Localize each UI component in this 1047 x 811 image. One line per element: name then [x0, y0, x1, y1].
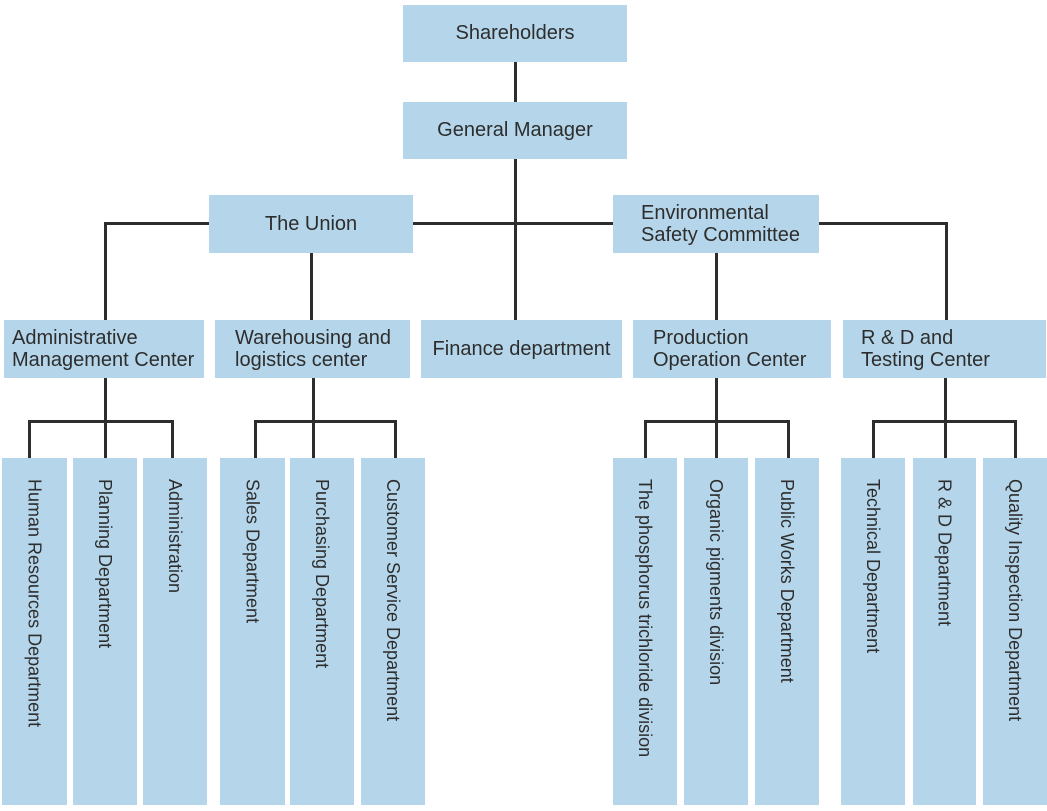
- connector-line: [514, 61, 517, 104]
- connector-line: [312, 377, 315, 423]
- connector-line: [254, 420, 257, 459]
- node-finance-department: Finance department: [421, 320, 622, 378]
- node-rd-and-testing-center: R & D and Testing Center: [843, 320, 1046, 378]
- connector-line: [644, 420, 647, 459]
- connector-line: [28, 420, 31, 459]
- node-shareholders: Shareholders: [403, 5, 627, 62]
- connector-line: [945, 222, 948, 321]
- node-planning-department: Planning Department: [73, 458, 137, 805]
- connector-line: [817, 222, 948, 225]
- connector-line: [171, 420, 174, 459]
- connector-line: [1014, 420, 1017, 459]
- connector-line: [715, 420, 718, 459]
- node-warehousing-logistics-center: Warehousing and logistics center: [215, 320, 410, 378]
- connector-line: [28, 420, 174, 423]
- node-environmental-safety-committee: Environmental Safety Committee: [613, 195, 819, 253]
- node-public-works-department: Public Works Department: [755, 458, 819, 805]
- node-customer-service-department: Customer Service Department: [361, 458, 425, 805]
- connector-line: [310, 252, 313, 321]
- node-organic-pigments-division: Organic pigments division: [684, 458, 748, 805]
- connector-line: [104, 377, 107, 423]
- connector-line: [715, 377, 718, 423]
- connector-line: [412, 222, 614, 225]
- node-phosphorus-trichloride-division: The phosphorus trichloride division: [613, 458, 677, 805]
- node-technical-department: Technical Department: [841, 458, 905, 805]
- connector-line: [104, 222, 211, 225]
- node-quality-inspection-department: Quality Inspection Department: [983, 458, 1047, 805]
- node-administrative-management-center: Administrative Management Center: [4, 320, 204, 378]
- connector-line: [104, 222, 107, 321]
- connector-line: [312, 420, 315, 459]
- node-administration: Administration: [143, 458, 207, 805]
- connector-line: [715, 252, 718, 321]
- node-rd-department: R & D Department: [913, 458, 976, 805]
- node-production-operation-center: Production Operation Center: [633, 320, 831, 378]
- connector-line: [514, 158, 517, 321]
- node-general-manager: General Manager: [403, 102, 627, 159]
- connector-line: [104, 420, 107, 459]
- node-the-union: The Union: [209, 195, 413, 253]
- connector-line: [944, 377, 947, 423]
- node-purchasing-department: Purchasing Department: [290, 458, 354, 805]
- connector-line: [872, 420, 875, 459]
- node-human-resources-department: Human Resources Department: [2, 458, 67, 805]
- node-sales-department: Sales Department: [220, 458, 285, 805]
- connector-line: [787, 420, 790, 459]
- connector-line: [944, 420, 947, 459]
- connector-line: [254, 420, 397, 423]
- connector-line: [394, 420, 397, 459]
